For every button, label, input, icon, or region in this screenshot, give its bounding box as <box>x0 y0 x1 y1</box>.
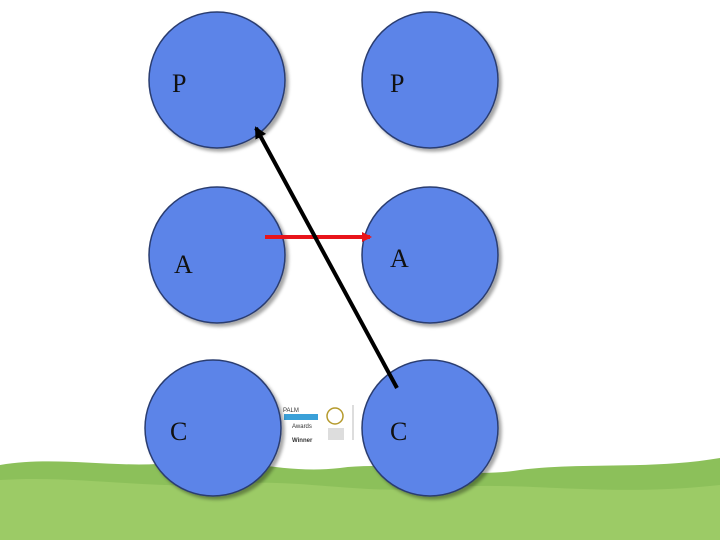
right-a-label: A <box>390 244 409 273</box>
awards-title: Awards <box>292 424 312 430</box>
right-c-circle[interactable] <box>361 359 499 497</box>
grass-ground <box>0 458 720 540</box>
left-a-label: A <box>174 250 193 279</box>
right-c-label: C <box>390 417 407 446</box>
right-column: P A C <box>361 11 499 497</box>
left-p-circle[interactable] <box>148 11 286 149</box>
left-column: P A C <box>144 11 286 497</box>
left-a-circle[interactable] <box>148 186 286 324</box>
awards-badge: PALM Awards Winner <box>278 402 354 448</box>
left-c-label: C <box>170 417 187 446</box>
left-p-label: P <box>172 69 186 98</box>
right-p-circle[interactable] <box>361 11 499 149</box>
awards-logo-text: PALM <box>283 408 299 414</box>
right-a-circle[interactable] <box>361 186 499 324</box>
awards-winner: Winner <box>292 438 313 444</box>
award-seal-icon <box>326 407 344 425</box>
right-p-label: P <box>390 69 404 98</box>
left-c-circle[interactable] <box>144 359 282 497</box>
arrow-right-c-to-left-p <box>254 126 399 389</box>
